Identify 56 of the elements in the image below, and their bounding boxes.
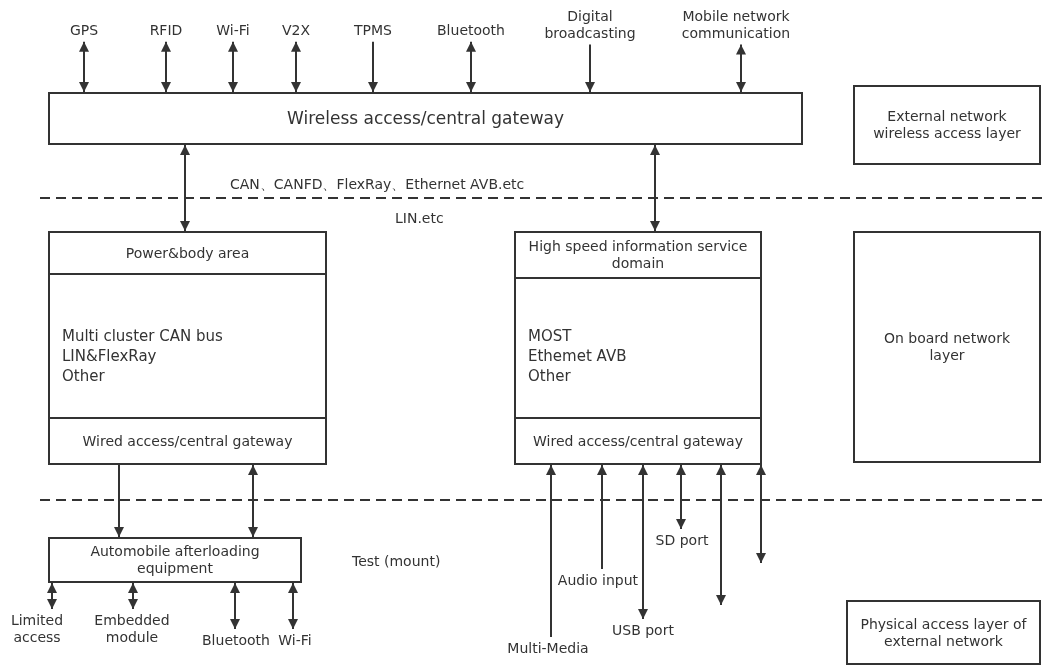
arrow [585, 43, 595, 93]
interface-label: TPMS [338, 22, 408, 39]
interface-label: GPS [59, 22, 109, 39]
arrow [230, 582, 240, 630]
arrow [180, 144, 190, 232]
interface-label: Digital broadcasting [530, 8, 650, 42]
domain-box [514, 231, 762, 463]
layer-box: External network wireless access layer [853, 85, 1041, 165]
arrow [291, 40, 301, 93]
arrow [676, 464, 686, 530]
port-label: USB port [600, 622, 686, 639]
arrow [466, 40, 476, 93]
protocol-label: Ethemet AVB [528, 347, 627, 365]
note-label: Test (mount) [352, 553, 441, 569]
bus-label: LIN.etc [395, 210, 444, 226]
arrow [288, 582, 298, 630]
equipment-box: Automobile afterloading equipment [48, 537, 302, 583]
protocol-label: LIN&FlexRay [62, 347, 157, 365]
arrow [248, 464, 258, 538]
port-label: Multi-Media [498, 640, 598, 657]
protocol-label: Multi cluster CAN bus [62, 327, 223, 345]
layer-box: Physical access layer of external network [846, 600, 1041, 665]
gateway-box: Wireless access/central gateway [48, 92, 803, 145]
arrow [47, 582, 57, 610]
port-label: SD port [647, 532, 717, 549]
arrow [597, 464, 607, 570]
gateway-box: Wired access/central gateway [514, 417, 762, 465]
arrow [650, 144, 660, 232]
port-label: Audio input [557, 572, 639, 589]
protocol-label: Other [62, 367, 105, 385]
interface-label: RFID [136, 22, 196, 39]
arrow [114, 464, 124, 538]
device-label: Limited access [2, 612, 72, 646]
interface-label: Wi-Fi [203, 22, 263, 39]
bus-label: CAN、CANFD、FlexRay、Ethernet AVB.etc [230, 176, 525, 194]
arrow [368, 40, 378, 93]
arrow [716, 464, 726, 606]
gateway-box: Wired access/central gateway [48, 417, 327, 465]
interface-label: Bluetooth [421, 22, 521, 39]
domain-title: High speed information service domain [516, 233, 760, 279]
arrow [161, 40, 171, 93]
arrow [736, 43, 746, 93]
domain-box [48, 231, 327, 463]
interface-label: V2X [266, 22, 326, 39]
arrow [756, 464, 766, 564]
arrow [128, 582, 138, 610]
interface-label: Mobile network communication [661, 8, 811, 42]
protocol-label: Other [528, 367, 571, 385]
arrow [546, 464, 556, 638]
arrow [638, 464, 648, 620]
layer-box: On board network layer [853, 231, 1041, 463]
domain-title: Power&body area [50, 233, 325, 275]
protocol-label: MOST [528, 327, 572, 345]
device-label: Embedded module [88, 612, 176, 646]
arrow [228, 40, 238, 93]
arrow [79, 40, 89, 93]
